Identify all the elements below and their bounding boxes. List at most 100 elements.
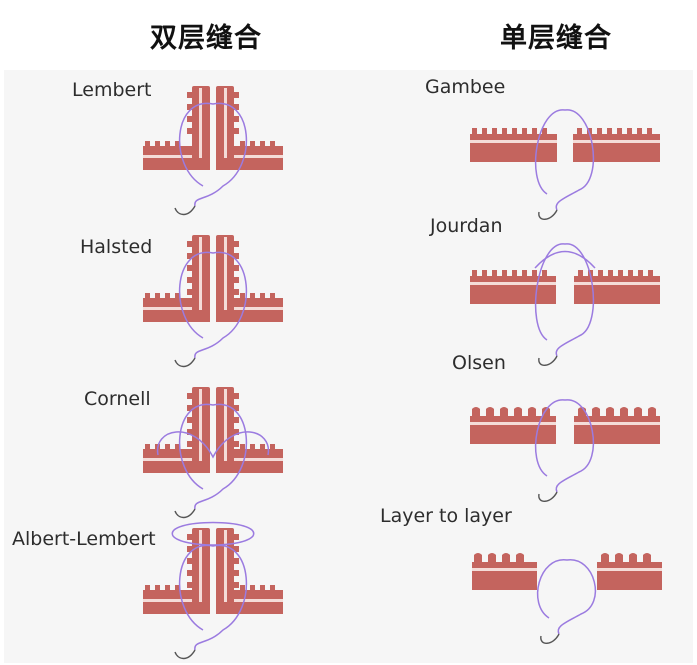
inner-layer — [470, 140, 557, 143]
right-wall — [573, 134, 660, 162]
mucosa-fold — [474, 553, 482, 562]
layer-to-layer-diagram — [472, 553, 662, 644]
mucosa-fold — [516, 553, 524, 562]
mucosa-fold — [187, 417, 192, 423]
suture-thread — [536, 559, 597, 635]
mucosa-fold — [629, 553, 637, 562]
mucosa-fold — [607, 128, 612, 134]
mucosa-fold — [620, 407, 628, 416]
mucosa-fold — [514, 407, 522, 416]
mucosa-fold — [542, 128, 547, 134]
mucosa-fold — [155, 585, 160, 590]
mucosa-fold — [187, 241, 192, 247]
mucosa-fold — [250, 141, 255, 146]
mucosa-fold — [647, 128, 652, 134]
inner-layer — [143, 307, 198, 310]
mucosa-fold — [234, 441, 239, 447]
mucosa-fold — [512, 128, 517, 134]
suture-thread — [534, 250, 596, 269]
mucosa-fold — [187, 429, 192, 435]
mucosa-fold — [270, 585, 275, 590]
mucosa-fold — [270, 293, 275, 298]
mucosa-fold — [187, 405, 192, 411]
left-wall — [470, 134, 557, 162]
suture-thread — [534, 399, 595, 493]
mucosa-fold — [486, 407, 494, 416]
mucosa-fold — [234, 417, 239, 423]
mucosa-fold — [187, 534, 192, 540]
mucosa-fold — [488, 553, 496, 562]
thread-tail — [538, 355, 558, 366]
label-lembert: Lembert — [72, 79, 152, 101]
right-wall — [574, 276, 660, 304]
mucosa-fold — [250, 585, 255, 590]
mucosa-fold — [145, 444, 150, 449]
mucosa-fold — [502, 270, 507, 276]
thread-tail — [538, 491, 558, 502]
mucosa-fold — [528, 407, 536, 416]
mucosa-fold — [234, 277, 239, 283]
mucosa-fold — [165, 444, 170, 449]
mucosa-fold — [165, 585, 170, 590]
mucosa-fold — [617, 128, 622, 134]
mucosa-fold — [270, 141, 275, 146]
mucosa-fold — [260, 141, 265, 146]
gambee-diagram — [470, 109, 660, 220]
mucosa-fold — [578, 270, 583, 276]
mucosa-fold — [234, 429, 239, 435]
mucosa-fold — [234, 116, 239, 122]
mucosa-fold — [187, 277, 192, 283]
mucosa-fold — [187, 128, 192, 134]
mucosa-fold — [532, 128, 537, 134]
inner-layer — [573, 140, 660, 143]
lembert-diagram — [143, 86, 283, 216]
thread-tail — [540, 633, 560, 644]
mucosa-fold — [587, 128, 592, 134]
cornell-diagram — [143, 387, 283, 519]
mucosa-fold — [234, 534, 239, 540]
mucosa-fold — [187, 92, 192, 98]
inner-layer — [228, 155, 283, 158]
mucosa-fold — [187, 558, 192, 564]
mucosa-fold — [577, 128, 582, 134]
label-layer-to-layer: Layer to layer — [380, 505, 512, 527]
label-olsen: Olsen — [452, 352, 506, 374]
olsen-diagram — [470, 399, 660, 502]
left-wall — [472, 562, 537, 590]
heading-single-layer: 单层缝合 — [500, 23, 612, 54]
inner-layer — [224, 237, 227, 310]
mucosa-fold — [260, 293, 265, 298]
inner-layer — [228, 458, 283, 461]
mucosa-fold — [522, 128, 527, 134]
halsted-diagram — [143, 235, 283, 368]
left-wall — [470, 416, 556, 444]
thread-tail — [538, 209, 558, 220]
right-wall — [597, 562, 662, 590]
inner-layer — [470, 422, 556, 425]
thread-tail — [174, 649, 196, 660]
mucosa-fold — [234, 92, 239, 98]
mucosa-fold — [234, 128, 239, 134]
mucosa-fold — [234, 570, 239, 576]
thread-tail — [174, 357, 196, 368]
mucosa-fold — [628, 270, 633, 276]
mucosa-fold — [502, 128, 507, 134]
mucosa-fold — [592, 407, 600, 416]
mucosa-fold — [187, 582, 192, 588]
mucosa-fold — [240, 585, 245, 590]
inner-layer — [574, 282, 660, 285]
mucosa-fold — [175, 585, 180, 590]
mucosa-fold — [482, 270, 487, 276]
mucosa-fold — [627, 128, 632, 134]
mucosa-fold — [155, 141, 160, 146]
inner-layer — [199, 389, 202, 461]
mucosa-fold — [250, 293, 255, 298]
mucosa-fold — [175, 141, 180, 146]
inner-layer — [228, 599, 283, 602]
mucosa-fold — [637, 128, 642, 134]
mucosa-fold — [240, 293, 245, 298]
inner-layer — [143, 155, 198, 158]
heading-double-layer: 双层缝合 — [150, 23, 262, 54]
mucosa-fold — [187, 441, 192, 447]
